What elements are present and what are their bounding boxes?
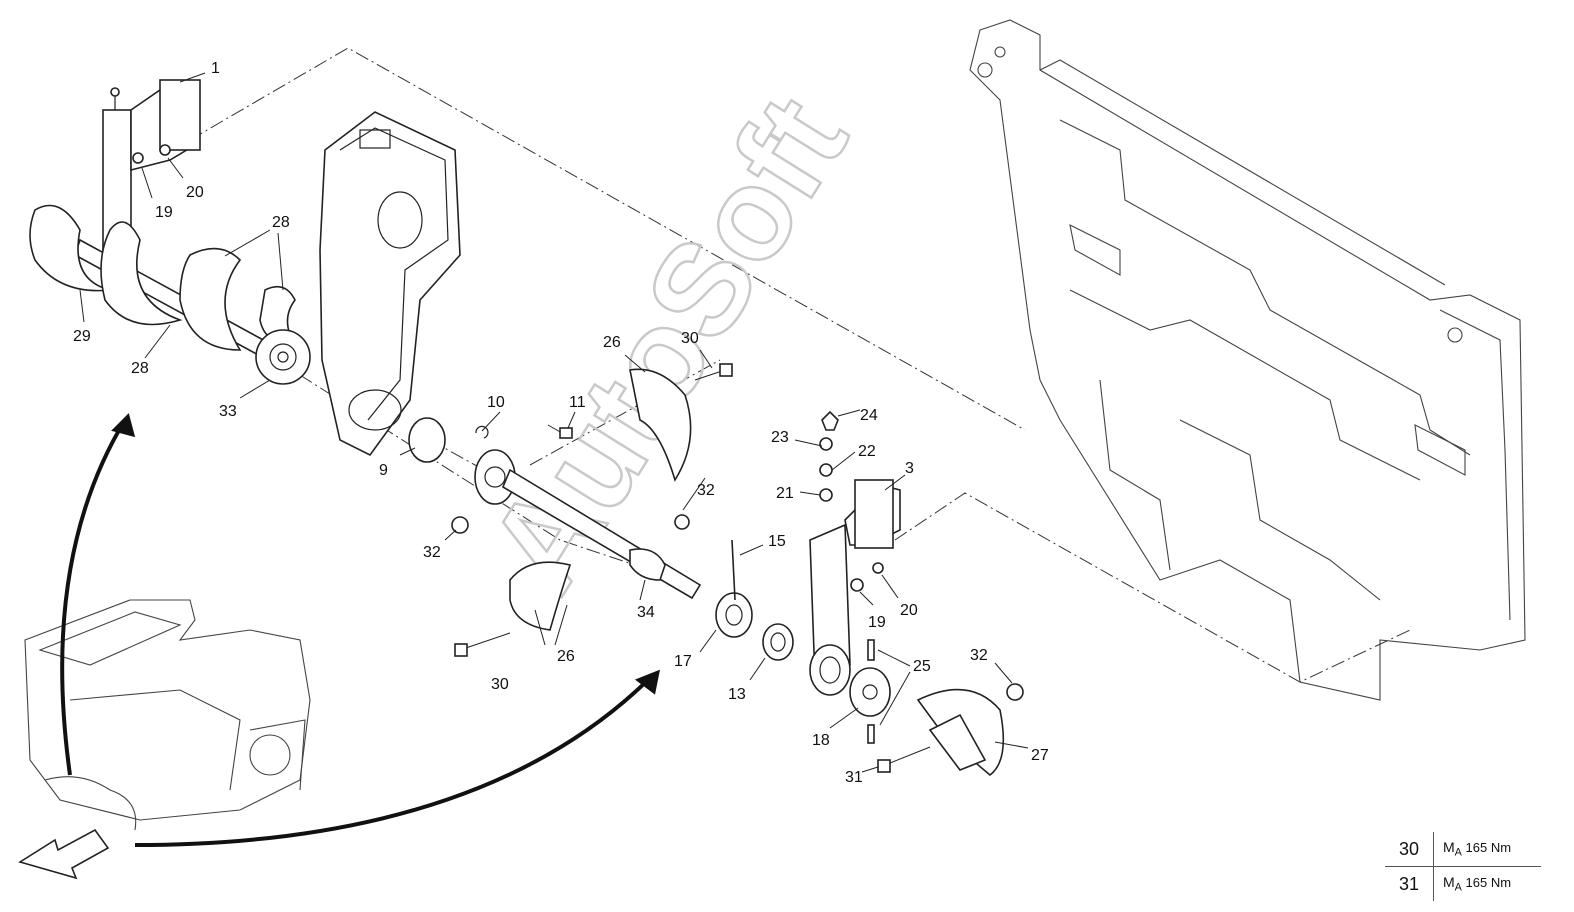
callout-25: 25 [913,658,931,675]
torque-symbol: M [1443,839,1455,856]
callout-labels: 1 20 19 28 29 28 33 9 10 11 26 30 32 32 … [73,60,1049,786]
callout-30-lower: 30 [491,676,509,693]
torque-symbol: M [1443,874,1455,891]
torque-table: 30 MA 165 Nm 31 MA 165 Nm [1385,832,1541,901]
callout-17: 17 [674,653,692,670]
callout-32-left: 32 [423,544,441,561]
callout-26-lower: 26 [557,648,575,665]
callout-32: 32 [697,482,715,499]
callout-15: 15 [768,533,786,550]
callout-28-lower: 28 [131,360,149,377]
right-support-bracket [809,410,901,696]
paver-machine-thumbnail [24,599,311,831]
callout-9: 9 [379,462,388,479]
callout-23: 23 [771,429,789,446]
callout-19: 19 [155,204,173,221]
left-auger-assembly [29,79,311,385]
callout-26: 26 [603,334,621,351]
torque-value: MA 165 Nm [1433,866,1541,901]
callout-21: 21 [776,485,794,502]
torque-row: 31 MA 165 Nm [1385,866,1541,901]
callout-13: 13 [728,686,746,703]
callout-leaders [79,72,1029,773]
watermark-text: AutoSoft [460,72,875,615]
bearing-set [715,539,794,661]
torque-subscript: A [1454,846,1462,859]
torque-subscript: A [1454,881,1462,894]
gearbox-housing [319,111,461,457]
callout-10: 10 [487,394,505,411]
callout-29: 29 [73,328,91,345]
torque-amount: 165 Nm [1465,875,1512,891]
callout-20: 20 [186,184,204,201]
callout-24: 24 [860,407,878,424]
callout-19-lower: 19 [868,614,886,631]
torque-value: MA 165 Nm [1434,832,1542,867]
callout-33: 33 [219,403,237,420]
end-paddle [454,363,1024,777]
callout-28: 28 [272,214,290,231]
callout-30: 30 [681,330,699,347]
bolt-11 [547,424,573,439]
callout-18: 18 [812,732,830,749]
callout-11: 11 [569,394,586,411]
circlip [475,425,489,439]
flange-and-pins [849,639,891,744]
callout-34: 34 [637,604,655,621]
callout-20-lower: 20 [900,602,918,619]
torque-part-number: 30 [1385,832,1434,867]
torque-part-number: 31 [1385,866,1434,901]
location-arrows [18,413,661,880]
callout-27: 27 [1031,747,1049,764]
callout-31: 31 [845,769,863,786]
callout-1: 1 [211,60,220,77]
o-ring [408,417,446,463]
torque-row: 30 MA 165 Nm [1385,832,1541,867]
callout-22: 22 [858,443,876,460]
machine-frame [969,19,1526,701]
center-auger-shaft [451,368,702,631]
callout-32-right: 32 [970,647,988,664]
callout-3: 3 [905,460,914,477]
torque-amount: 165 Nm [1465,840,1512,856]
